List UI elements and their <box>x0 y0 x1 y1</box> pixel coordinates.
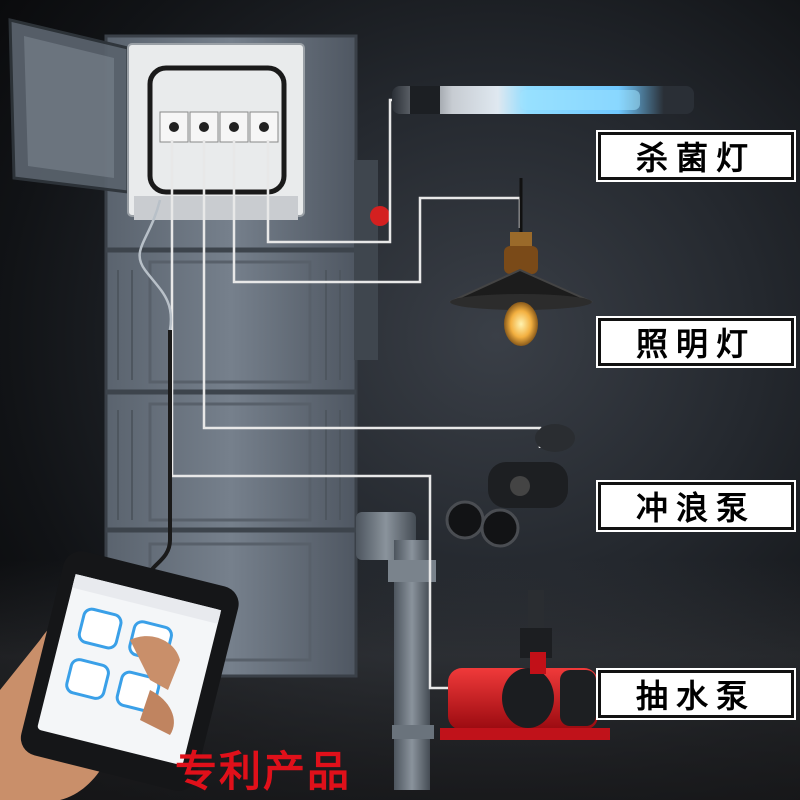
label-uv-lamp: 杀菌灯 <box>596 130 796 182</box>
smartphone-icon <box>20 551 239 791</box>
label-lighting-lamp: 照明灯 <box>596 316 796 368</box>
label-water-pump: 抽水泵 <box>596 668 796 720</box>
outlet-box <box>8 18 305 220</box>
water-pump-icon <box>440 590 610 740</box>
valve-handle-icon <box>370 206 390 226</box>
hand-holding-phone <box>0 551 239 800</box>
uv-lamp-icon <box>392 86 694 114</box>
outlet-row <box>159 111 279 143</box>
patent-product-text: 专利产品 <box>175 747 352 796</box>
drain-pipe <box>354 160 436 790</box>
pendant-lamp-icon <box>449 178 593 346</box>
label-wave-pump: 冲浪泵 <box>596 480 796 532</box>
wave-pump-icon <box>445 424 575 548</box>
